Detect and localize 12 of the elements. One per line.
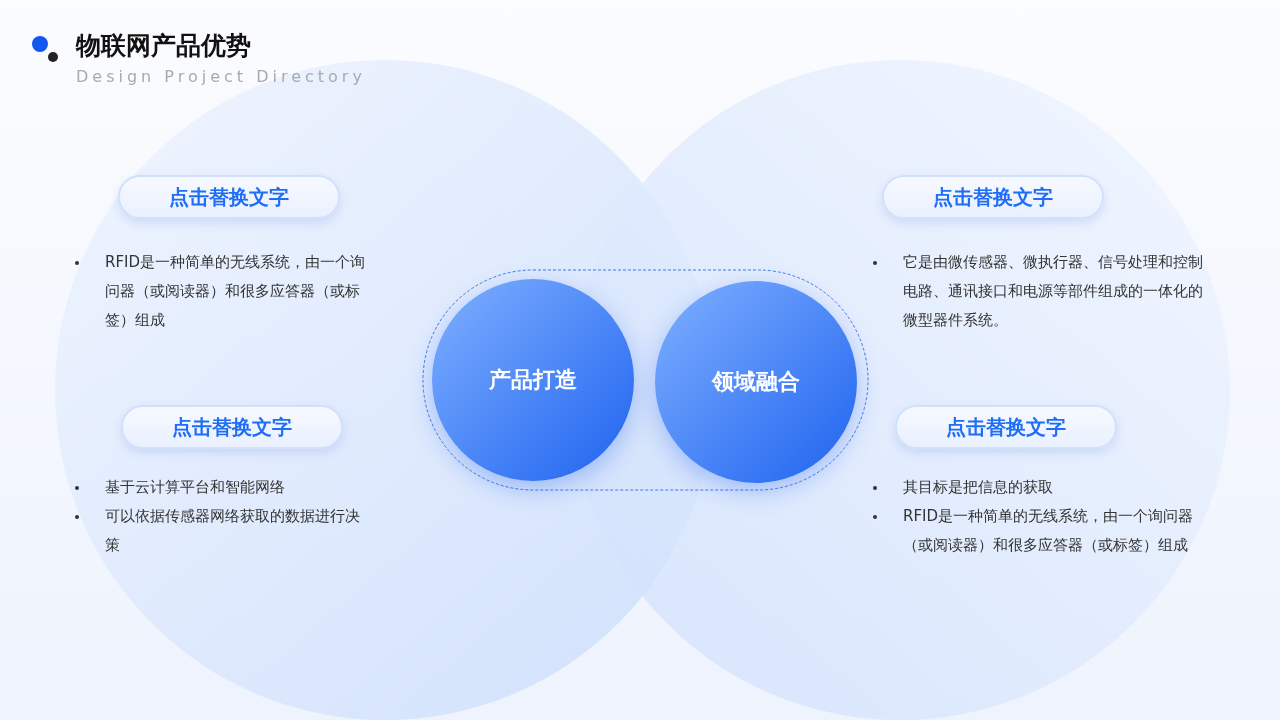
heading-pill: 点击替换文字 — [882, 175, 1104, 219]
bullet-text: 它是由微传感器、微执行器、信号处理和控制电路、通讯接口和电源等部件组成的一体化的微型器件系统。 — [903, 253, 1203, 329]
bullet-text: 基于云计算平台和智能网络 — [105, 478, 285, 496]
heading-pill: 点击替换文字 — [895, 405, 1117, 449]
subtitle: Design Project Directory — [76, 67, 366, 86]
bullet-text: 可以依据传感器网络获取的数据进行决策 — [105, 507, 360, 554]
bullet-text: RFID是一种简单的无线系统，由一个询问器（或阅读器）和很多应答器（或标签）组成 — [903, 507, 1194, 554]
slide-title: 物联网产品优势 — [76, 30, 251, 62]
heading-pill: 点击替换文字 — [121, 405, 343, 449]
bullet-text: RFID是一种简单的无线系统，由一个询问器（或阅读器）和很多应答器（或标签）组成 — [105, 253, 366, 329]
bullet-text: 其目标是把信息的获取 — [903, 478, 1053, 496]
heading-pill: 点击替换文字 — [118, 175, 340, 219]
